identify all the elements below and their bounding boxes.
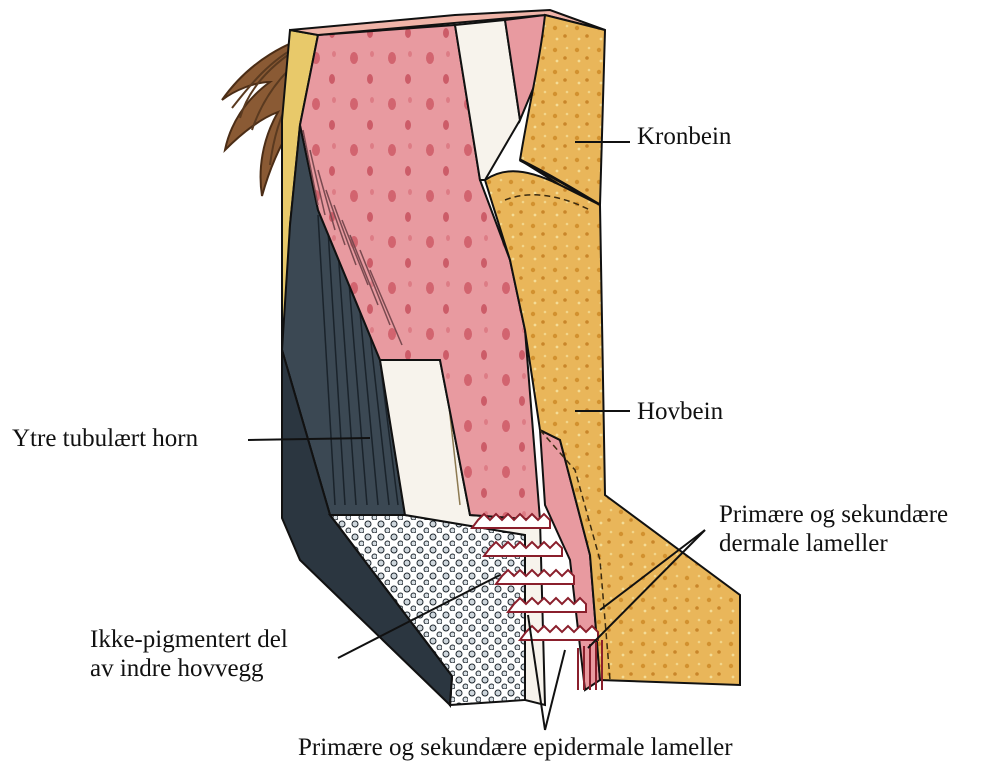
label-dermal-line-1: Primære og sekundære [719, 500, 948, 529]
lamella-2 [484, 542, 562, 556]
label-ikke-pigmentert: Ikke-pigmentert del av indre hovvegg [90, 625, 288, 683]
label-ikke-line-2: av indre hovvegg [90, 654, 288, 683]
lamella-3 [496, 570, 574, 584]
leader-epidermal-2 [545, 650, 565, 730]
label-ytre-tubulaert-horn: Ytre tubulært horn [12, 424, 198, 453]
label-ikke-line-1: Ikke-pigmentert del [90, 625, 288, 654]
label-dermal-lamellae: Primære og sekundære dermale lameller [719, 500, 948, 558]
label-hovbein: Hovbein [637, 397, 723, 426]
label-epidermal-lamellae: Primære og sekundære epidermale lameller [298, 733, 733, 762]
label-dermal-line-2: dermale lameller [719, 529, 948, 558]
label-kronbein: Kronbein [637, 122, 731, 151]
